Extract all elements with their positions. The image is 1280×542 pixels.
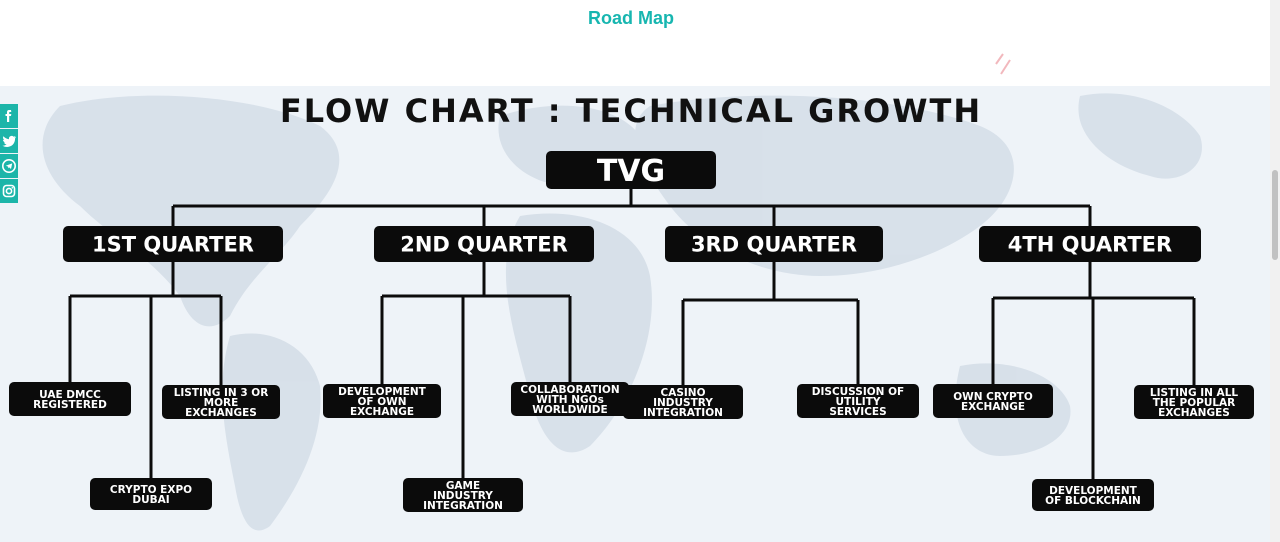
milestone-node-q4-2-text: THE POPULAR <box>1153 397 1236 409</box>
milestone-node-q4-1-box <box>933 384 1053 418</box>
instagram-icon <box>2 184 16 198</box>
milestone-node-q4-3-text: OF BLOCKCHAIN <box>1045 495 1141 507</box>
twitter-share-button[interactable] <box>0 129 18 153</box>
road-map-link[interactable]: Road Map <box>587 8 674 28</box>
milestone-node-q2-2-text: COLLABORATION <box>520 384 619 396</box>
milestone-node-q3-2-box <box>797 384 919 418</box>
scrollbar-thumb[interactable] <box>1272 170 1278 260</box>
milestone-node-q2-2-text: WITH NGOs <box>536 394 604 406</box>
quarter-node-1-text: 1ST QUARTER <box>92 233 254 257</box>
quarter-node-1: 1ST QUARTER <box>63 226 283 262</box>
top-header-bar: Road Map <box>0 0 1270 87</box>
milestone-node-q4-3-box <box>1032 479 1154 511</box>
milestone-node-q2-2-box <box>511 382 629 416</box>
milestone-node-q4-1-text: OWN CRYPTO <box>953 391 1033 403</box>
milestone-node-q1-3-text: CRYPTO EXPO <box>110 484 192 496</box>
social-share-bar <box>0 104 18 204</box>
quarter-node-4: 4TH QUARTER <box>979 226 1201 262</box>
milestone-node-q3-2-text: UTILITY <box>836 396 881 408</box>
quarter-node-2: 2ND QUARTER <box>374 226 594 262</box>
connector-lines <box>68 189 1196 479</box>
milestone-node-q3-2-text: SERVICES <box>829 406 886 418</box>
quarter-node-3-box <box>665 226 883 262</box>
milestone-node-q1-2-text: LISTING IN 3 OR <box>174 387 269 399</box>
milestone-node-q2-1-text: OF OWN <box>357 396 406 408</box>
flow-chart-area: FLOW CHART : TECHNICAL GROWTH TVG 1ST QUA… <box>0 86 1270 542</box>
facebook-share-button[interactable] <box>0 104 18 128</box>
milestone-node-q3-2-text: DISCUSSION OF <box>812 386 904 398</box>
milestone-node-q1-1-text: REGISTERED <box>33 399 107 411</box>
milestone-node-q3-1-text: INDUSTRY <box>653 397 713 409</box>
milestone-node-q4-2-text: LISTING IN ALL <box>1150 387 1238 399</box>
milestone-node-q1-2-box <box>162 385 280 419</box>
milestone-node-q1-1-box <box>9 382 131 416</box>
milestone-node-q1-3-box <box>90 478 212 510</box>
milestone-node-q2-3-text: GAME <box>446 480 480 492</box>
milestone-node-q4-1-text: EXCHANGE <box>961 401 1025 413</box>
root-node-tvg-box <box>546 151 716 189</box>
milestone-node-q4-2-box <box>1134 385 1254 419</box>
quarter-node-3-text: 3RD QUARTER <box>691 233 857 257</box>
telegram-share-button[interactable] <box>0 154 18 178</box>
flow-chart-title: FLOW CHART : TECHNICAL GROWTH <box>280 92 982 130</box>
root-node-tvg: TVG <box>546 151 716 189</box>
quarter-node-4-box <box>979 226 1201 262</box>
milestone-node-q1-3-text: DUBAI <box>132 494 169 506</box>
milestone-node-q2-2-text: WORLDWIDE <box>532 404 607 416</box>
flow-chart: FLOW CHART : TECHNICAL GROWTH TVG 1ST QUA… <box>9 92 1254 512</box>
telegram-icon <box>2 159 16 173</box>
page-scrollbar[interactable] <box>1270 0 1280 542</box>
milestone-node-q1-2-text: MORE <box>204 397 239 409</box>
twitter-icon <box>2 135 17 147</box>
instagram-share-button[interactable] <box>0 179 18 203</box>
decorative-slash-icon <box>995 53 1011 75</box>
quarter-node-4-text: 4TH QUARTER <box>1008 233 1172 257</box>
quarter-node-1-box <box>63 226 283 262</box>
milestone-node-q2-1-text: EXCHANGE <box>350 406 414 418</box>
quarter-node-2-box <box>374 226 594 262</box>
quarter-node-3: 3RD QUARTER <box>665 226 883 262</box>
milestone-node-q1-1-text: UAE DMCC <box>39 389 101 401</box>
milestone-node-q2-3-text: INDUSTRY <box>433 490 493 502</box>
quarter-node-2-text: 2ND QUARTER <box>400 233 568 257</box>
milestone-node-q3-1-text: CASINO <box>660 387 705 399</box>
milestone-node-q3-1-text: INTEGRATION <box>643 407 723 419</box>
milestone-node-q4-3-text: DEVELOPMENT <box>1049 485 1138 497</box>
milestone-node-q2-3-box <box>403 478 523 512</box>
milestone-node-q3-1-box <box>623 385 743 419</box>
milestone-node-q2-1-box <box>323 384 441 418</box>
milestone-node-q1-2-text: EXCHANGES <box>185 407 257 419</box>
milestone-node-q2-1-text: DEVELOPMENT <box>338 386 427 398</box>
milestone-node-q4-2-text: EXCHANGES <box>1158 407 1230 419</box>
root-node-tvg-text: TVG <box>597 154 665 189</box>
milestone-node-q2-3-text: INTEGRATION <box>423 500 503 512</box>
facebook-icon <box>5 110 12 122</box>
